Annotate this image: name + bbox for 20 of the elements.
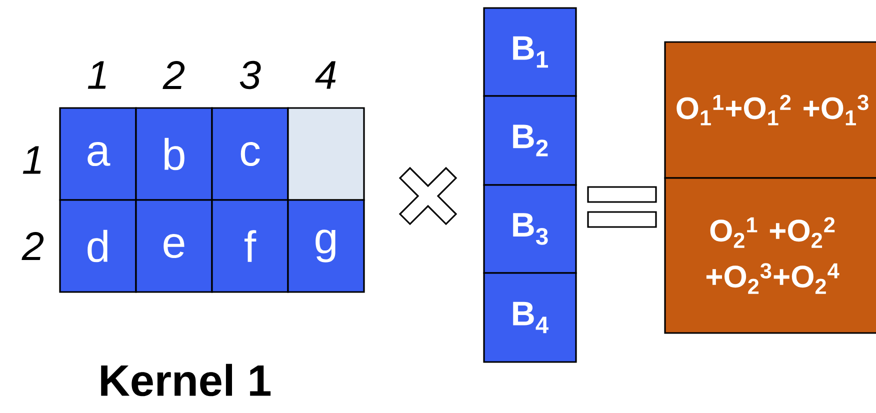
kernel-title: Kernel 1: [101, 364, 271, 396]
vector-cell: B$_{2}$: [483, 95, 577, 186]
matrix-cell: f: [211, 199, 289, 293]
column-number: 1: [88, 61, 106, 89]
matrix-cell: a: [59, 107, 137, 201]
matrix-cell: d: [59, 199, 137, 293]
matrix-cell: b: [135, 107, 213, 201]
column-number: 4: [315, 61, 336, 89]
result-cell: O$_{1}$$^{1}$+O$_{1}$$^{2}$ +O$_{1}$3: [664, 41, 876, 179]
column-number: 2: [162, 61, 185, 89]
result-cell: O$_{2}$$^{1}$ +O$_{2}$2 +O$_{2}$$^{3}$+O$_{2}$4: [664, 177, 876, 334]
vector-cell: B$_{3}$: [483, 184, 577, 274]
matrix-cell: e: [135, 199, 213, 293]
row-number: 2: [22, 232, 44, 260]
column-number: 3: [240, 60, 261, 90]
matrix-cell: c: [211, 107, 289, 201]
row-number: 1: [22, 146, 41, 174]
matrix-cell: g: [287, 199, 365, 293]
vector-cell: B$_{4}$: [483, 272, 577, 363]
vector-cell: B$_{1}$: [483, 7, 577, 97]
